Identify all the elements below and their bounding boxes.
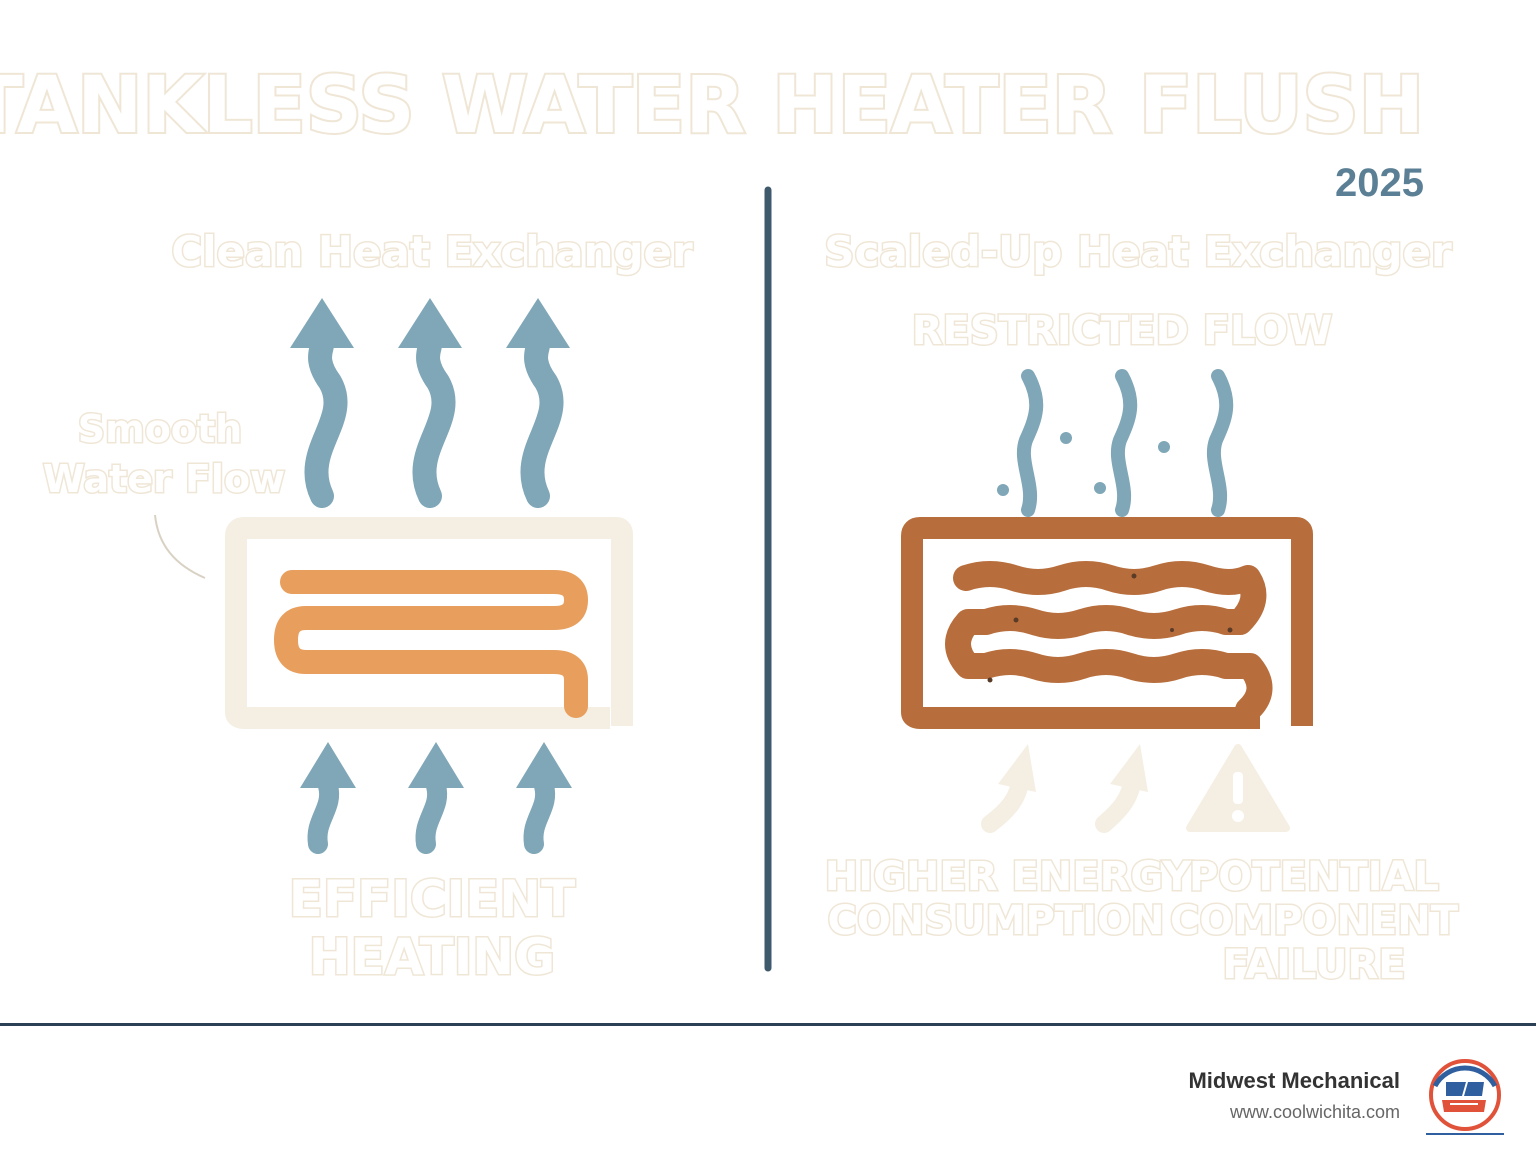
squiggle-icon (1016, 369, 1044, 517)
company-url[interactable]: www.coolwichita.com (1229, 1102, 1400, 1122)
sediment-dot (1060, 432, 1072, 444)
energy-label-line2: CONSUMPTION (828, 898, 1165, 944)
sediment-dot (1158, 441, 1170, 453)
scale-speck (1227, 627, 1233, 633)
clean-heading: Clean Heat Exchanger (171, 227, 693, 276)
scale-speck (1013, 617, 1019, 623)
sediment-dot (1094, 482, 1106, 494)
outflow-arrowheads (290, 298, 570, 348)
scaled-heading: Scaled-Up Heat Exchanger (824, 227, 1452, 276)
wavy-arrow-icon (415, 776, 448, 854)
smooth-flow-label-line1: Smooth (78, 407, 242, 451)
arrowhead-icon (300, 742, 356, 788)
inflow-arrows (307, 776, 556, 854)
sediment-dot (997, 484, 1009, 496)
wavy-arrow-icon (307, 776, 340, 854)
squiggle-icon (1110, 369, 1138, 517)
clean-panel: Clean Heat Exchanger Smooth Water Flow (41, 226, 694, 988)
wavy-arrow-icon (412, 333, 456, 508)
scaled-panel: Scaled-Up Heat Exchanger RESTRICTED FLOW (823, 226, 1460, 990)
year-label: 2025 (1335, 161, 1424, 205)
clean-exchanger-frame (225, 517, 633, 729)
failure-label-line2: COMPONENT (1170, 898, 1459, 944)
wavy-arrow-icon (520, 333, 564, 508)
arrowhead-icon (1110, 744, 1148, 792)
scaled-exchanger-frame (901, 517, 1313, 729)
scale-speck (1131, 573, 1137, 579)
midwest-mechanical-logo (1426, 1059, 1504, 1135)
callout-line (154, 514, 206, 579)
arrowhead-icon (998, 744, 1036, 792)
scale-speck (1170, 628, 1174, 632)
arrowhead-icon (516, 742, 572, 788)
smooth-flow-label-line2: Water Flow (43, 457, 285, 501)
scale-speck (987, 677, 993, 683)
outflow-arrows (304, 333, 564, 508)
failure-label-line1: POTENTIAL (1189, 854, 1439, 900)
efficient-label-line1: EFFICIENT (289, 870, 575, 928)
sediment-dots (997, 432, 1170, 496)
failure-label-line3: FAILURE (1222, 942, 1405, 988)
scale-specks (987, 573, 1233, 683)
company-name: Midwest Mechanical (1188, 1068, 1400, 1093)
squiggle-icon (1206, 369, 1234, 517)
energy-label-line1: HIGHER ENERGY (825, 854, 1193, 900)
cream-arrowheads (998, 744, 1148, 792)
restricted-flow-label: RESTRICTED FLOW (912, 308, 1333, 354)
arrowhead-icon (398, 298, 462, 348)
efficient-label-line2: HEATING (309, 928, 555, 986)
warning-triangle-icon (1186, 744, 1290, 832)
clean-coil (274, 570, 588, 718)
scaled-coil (945, 561, 1273, 723)
main-title: TANKLESS WATER HEATER FLUSH (0, 61, 1424, 151)
arrowhead-icon (506, 298, 570, 348)
wavy-arrow-icon (304, 333, 348, 508)
footer-bar: Midwest Mechanical www.coolwichita.com (0, 1023, 1536, 1157)
arrowhead-icon (408, 742, 464, 788)
arrowhead-icon (290, 298, 354, 348)
wavy-arrow-icon (523, 776, 556, 854)
restricted-flow-lines (1016, 369, 1234, 517)
inflow-arrowheads (300, 742, 572, 788)
